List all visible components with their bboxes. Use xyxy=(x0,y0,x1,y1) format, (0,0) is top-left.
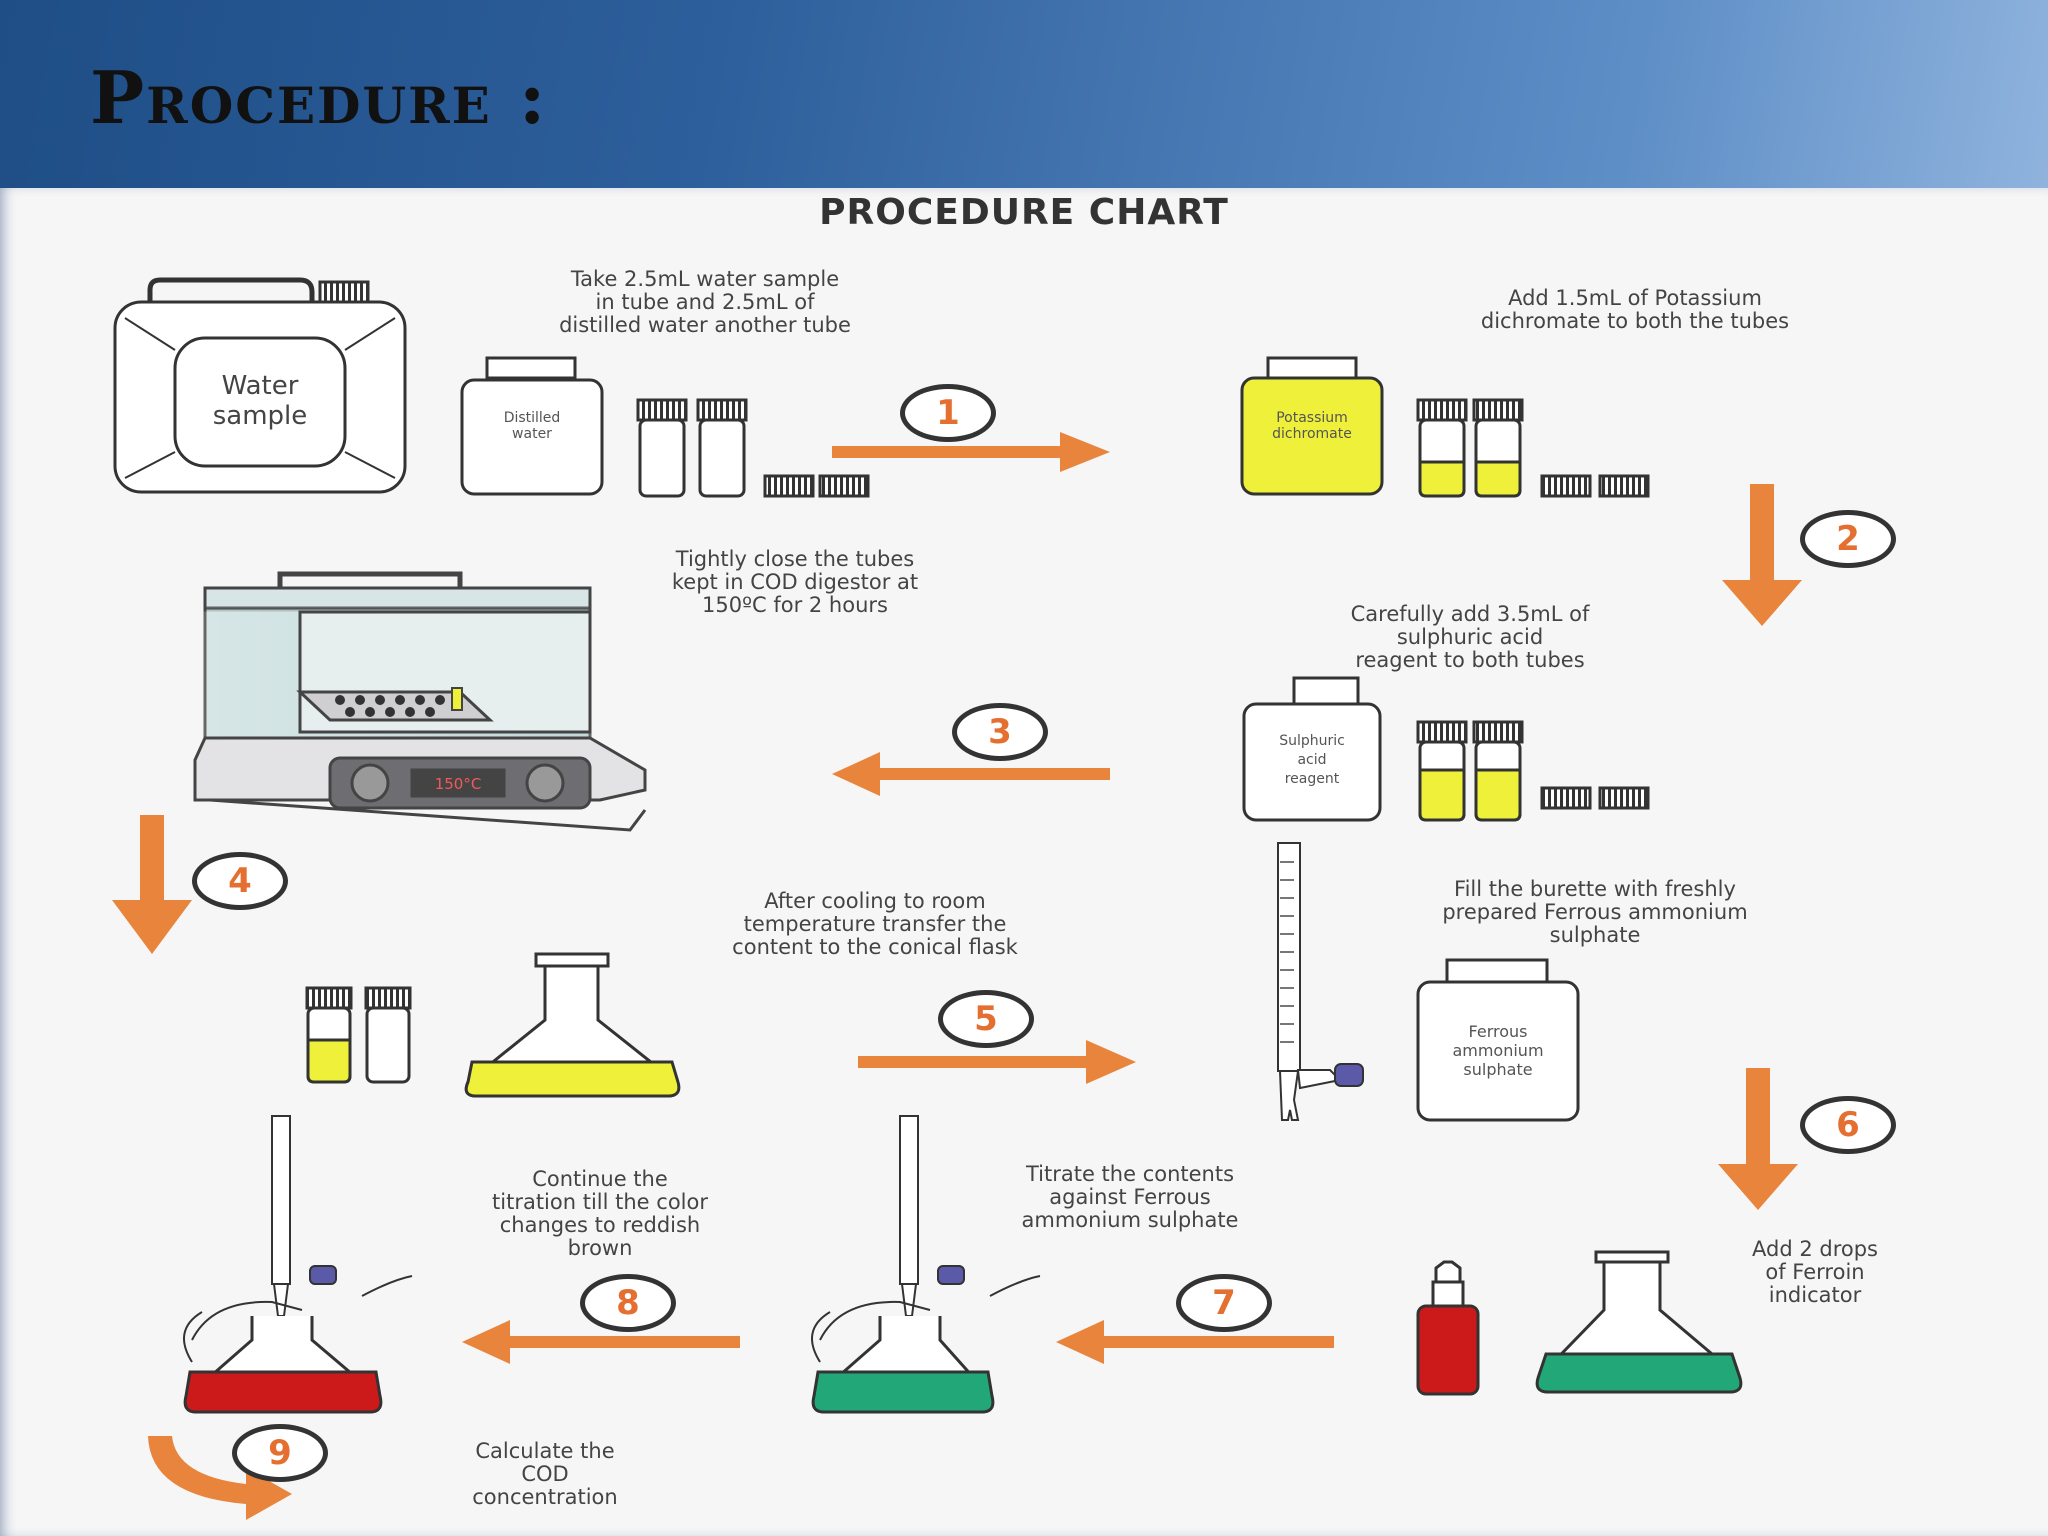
cooled-tubes xyxy=(305,986,412,1084)
step-number-1: 1 xyxy=(900,384,996,442)
caption-step-6: Fill the burette with freshly prepared F… xyxy=(1442,877,1748,947)
arrow-right-1 xyxy=(832,432,1110,472)
potassium-dichromate-label: Potassium dichromate xyxy=(1272,410,1352,442)
step-number-9: 9 xyxy=(232,1424,328,1482)
conical-flask-green xyxy=(1535,1250,1743,1394)
ferrous-ammonium-bottle xyxy=(1416,958,1580,1122)
arrow-curve-9 xyxy=(148,1436,292,1520)
acid-tubes xyxy=(1416,720,1650,822)
distilled-water-label: Distilled water xyxy=(503,410,561,442)
sulphuric-acid-label: Sulphuric acid reagent xyxy=(1279,733,1345,787)
arrow-left-8 xyxy=(462,1320,740,1364)
conical-flask-yellow xyxy=(464,952,681,1098)
chart-title: PROCEDURE CHART xyxy=(819,192,1229,233)
step-number-2: 2 xyxy=(1800,510,1896,568)
cod-digestor xyxy=(193,571,647,832)
ferroin-indicator-bottle xyxy=(1416,1260,1480,1396)
step-number-3: 3 xyxy=(952,703,1048,761)
distilled-water-bottle xyxy=(460,356,604,496)
caption-step-5: After cooling to room temperature transf… xyxy=(732,889,1018,959)
caption-step-9: Continue the titration till the color ch… xyxy=(492,1167,708,1260)
step-number-4: 4 xyxy=(192,852,288,910)
water-sample-label: Water sample xyxy=(212,371,308,431)
dichromate-tubes xyxy=(1416,398,1650,498)
caption-step-3: Carefully add 3.5mL of sulphuric acid re… xyxy=(1350,602,1590,672)
caption-step-8: Titrate the contents against Ferrous amm… xyxy=(1021,1162,1239,1232)
caption-step-1: Take 2.5mL water sample in tube and 2.5m… xyxy=(559,267,851,337)
arrow-down-4 xyxy=(112,815,192,954)
arrow-right-5 xyxy=(858,1040,1136,1084)
water-sample-can xyxy=(113,277,407,494)
arrow-left-3 xyxy=(832,752,1110,796)
burette xyxy=(1277,842,1364,1121)
empty-tubes xyxy=(636,398,870,498)
step-number-7: 7 xyxy=(1176,1274,1272,1332)
caption-step-7: Add 2 drops of Ferroin indicator xyxy=(1752,1237,1878,1307)
potassium-dichromate-bottle xyxy=(1240,356,1384,496)
step-number-5: 5 xyxy=(938,990,1034,1048)
arrow-left-7 xyxy=(1056,1320,1334,1364)
sulphuric-acid-bottle xyxy=(1242,676,1382,822)
titration-red xyxy=(183,1115,413,1414)
caption-final: Calculate the COD concentration xyxy=(472,1439,618,1509)
arrow-down-2 xyxy=(1722,484,1802,626)
step-arrows xyxy=(112,432,1802,1520)
ferrous-ammonium-label: Ferrous ammonium sulphate xyxy=(1452,1022,1544,1079)
caption-step-4: Tightly close the tubes kept in COD dige… xyxy=(671,547,919,617)
step-number-6: 6 xyxy=(1800,1096,1896,1154)
titration-green xyxy=(811,1115,1041,1414)
caption-step-2: Add 1.5mL of Potassium dichromate to bot… xyxy=(1480,286,1790,333)
digestor-display: 150°C xyxy=(435,775,482,793)
arrow-down-6 xyxy=(1718,1068,1798,1210)
slide-title: Procedure : xyxy=(90,55,548,140)
slide-header: Procedure : xyxy=(0,0,2048,188)
step-number-8: 8 xyxy=(580,1274,676,1332)
